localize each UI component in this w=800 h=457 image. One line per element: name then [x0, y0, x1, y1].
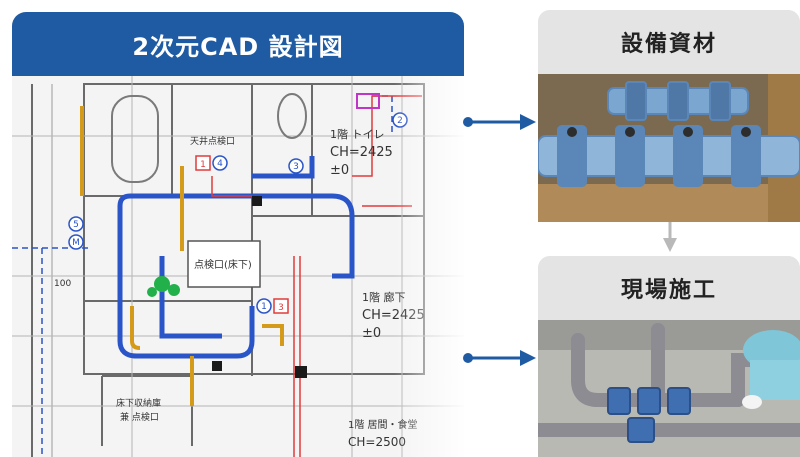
toilet-outline	[277, 93, 307, 139]
label-hall-pm: ±0	[362, 326, 381, 341]
inspection-hatch	[187, 240, 261, 288]
arrow-right-icon	[463, 350, 536, 366]
equipment-photo	[538, 74, 800, 222]
callout-3: 3	[293, 162, 299, 172]
label-toilet-ch: CH=2425	[330, 145, 393, 160]
label-dim: 100	[54, 279, 71, 289]
green-fitting	[147, 276, 180, 297]
callout-red-3: 3	[278, 303, 284, 313]
card-site-title: 現場施工	[538, 256, 800, 320]
label-ceiling-inspect: 天井点検口	[190, 135, 235, 147]
card-equipment: 設備資材	[538, 10, 800, 222]
cad-panel: 2次元CAD 設計図	[12, 12, 464, 457]
callout-1: 1	[261, 302, 267, 312]
callout-red-1: 1	[200, 160, 206, 170]
cad-floor-plan: 1 4 3 2 5 M 1 3 1階 トイレ CH=2425 ±0 1階 廊下 …	[12, 76, 464, 457]
callout-m: M	[72, 238, 80, 248]
cad-panel-title: 2次元CAD 設計図	[12, 12, 464, 76]
callout-5: 5	[73, 220, 79, 230]
card-site: 現場施工	[538, 256, 800, 457]
bathtub-outline	[111, 95, 159, 183]
label-living-ch: CH=2500	[348, 435, 406, 449]
cad-fade-overlay	[394, 76, 464, 457]
label-inspection: 点検口(床下)	[194, 258, 252, 271]
magenta-fitting	[356, 93, 380, 109]
label-toilet-room: 1階 トイレ	[330, 127, 385, 141]
site-photo	[538, 320, 800, 457]
label-underfloor-a: 床下収納庫	[116, 397, 161, 409]
label-toilet-pm: ±0	[330, 163, 349, 178]
callout-4: 4	[217, 159, 223, 169]
card-equipment-title: 設備資材	[538, 10, 800, 74]
arrow-right-icon	[463, 114, 536, 130]
orange-pipes	[80, 106, 284, 406]
label-underfloor-b: 兼 点検口	[120, 411, 159, 423]
worker-figure	[742, 330, 800, 409]
